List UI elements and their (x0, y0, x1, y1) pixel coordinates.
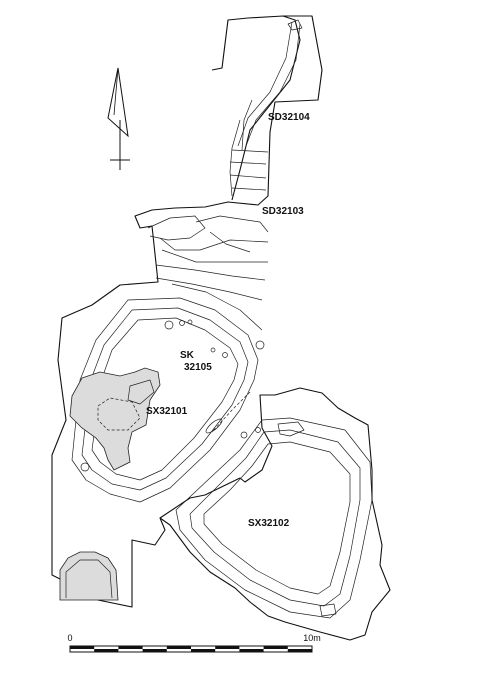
shaded-feature-sx32101 (69, 367, 161, 471)
label-sx32101: SX32101 (146, 406, 188, 417)
arched-feature (59, 551, 119, 601)
scale-bar-segment (191, 649, 216, 652)
ditch-sd32104 (229, 19, 303, 197)
trench-sd32104-outline (211, 15, 301, 201)
scale-bar-segment (118, 646, 143, 649)
site-outline (51, 15, 391, 641)
pit-sk32105 (80, 319, 265, 472)
scale-end-label: 10m (303, 633, 321, 643)
ditch-sd32103 (147, 215, 269, 331)
scale-bar-segment (287, 649, 312, 652)
label-sx32102: SX32102 (248, 518, 290, 529)
scale-bar-segment (166, 646, 191, 649)
scale-bar-segment (70, 646, 95, 649)
label-sd32103: SD32103 (262, 206, 304, 217)
scale-bar-segment (239, 649, 264, 652)
scale-bar (69, 645, 313, 653)
label-sd32104: SD32104 (268, 112, 310, 123)
label-sk32105-line1: SK (180, 350, 195, 361)
scale-start-label: 0 (67, 633, 72, 643)
scale-bar-segment (263, 646, 288, 649)
label-sk32105-line2: 32105 (184, 362, 212, 373)
north-arrow-icon (107, 67, 130, 170)
feature-inner-line (127, 379, 155, 405)
scale-bar-segment (142, 649, 167, 652)
scale-bar-segment (94, 649, 119, 652)
scale-bar-segment (215, 646, 240, 649)
enclosure-sx32102 (175, 417, 373, 619)
